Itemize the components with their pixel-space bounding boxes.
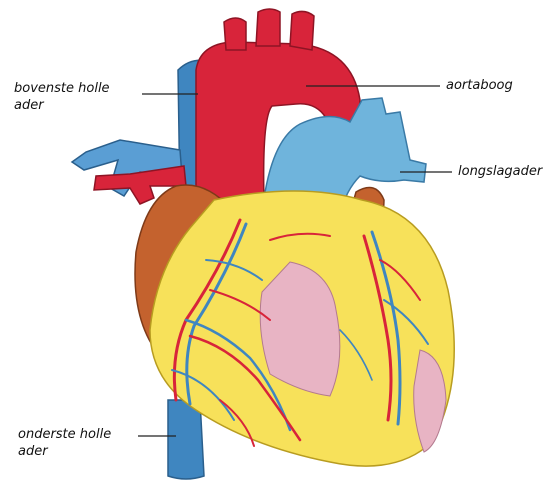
aortic-branch-1 <box>224 18 246 50</box>
label-aortic-arch: aortaboog <box>446 77 513 94</box>
label-pulmonary-artery: longslagader <box>458 163 542 180</box>
aortic-branch-2 <box>256 9 280 46</box>
label-superior-vena-cava: bovenste holle ader <box>14 80 110 114</box>
label-inferior-vena-cava: onderste holle ader <box>18 426 111 460</box>
aortic-branch-3 <box>290 11 314 50</box>
